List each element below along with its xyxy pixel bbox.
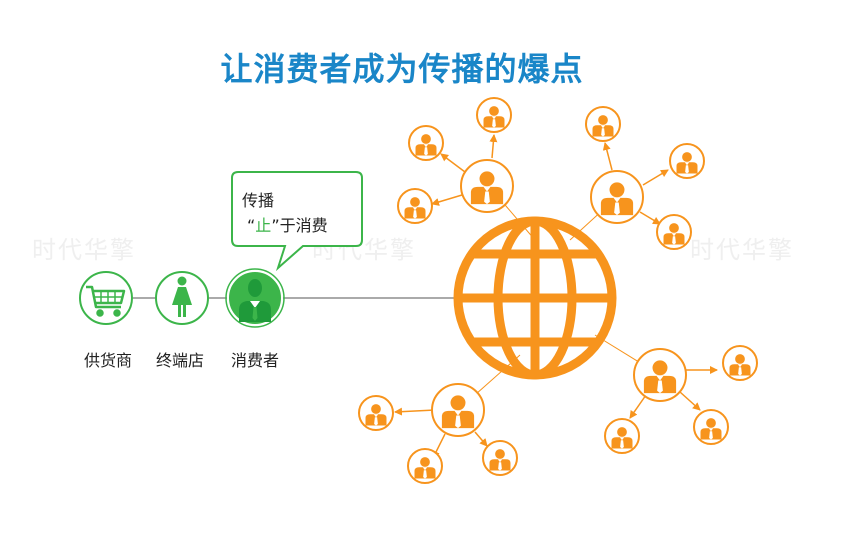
leaf-node [604,418,640,454]
watermark: 时代华擎 [32,236,136,264]
leaf-node [585,106,621,142]
leaf-node [358,395,394,431]
bubble-text-line1: 传播 [242,191,275,210]
bubble-rest-text: 于消费 [279,216,328,235]
watermark: 时代华擎 [690,236,794,264]
leaf-node [693,409,729,445]
speech-bubble [231,171,363,272]
leaf-node [397,188,433,224]
close-quote: ” [271,216,280,235]
leaf-node [407,448,443,484]
leaf-node [669,143,705,179]
hub-node [633,348,687,402]
supplier-label: 供货商 [83,351,132,370]
leaf-node [656,214,692,250]
woman-icon [172,276,192,317]
open-quote: “ [247,216,256,235]
hub-node [431,383,485,437]
page-title: 让消费者成为传播的爆点 [220,50,584,88]
highlight-char: 止 [255,216,272,235]
leaf-node [408,125,444,161]
businessman-icon [239,279,271,322]
propagation-arrows [394,134,718,459]
leaf-node [476,97,512,133]
leaf-node [722,345,758,381]
store-label: 终端店 [155,351,204,370]
bubble-text-line2: “止”于消费 [247,212,328,236]
hub-node [590,170,644,224]
leaf-node [482,440,518,476]
shopping-cart-icon [86,285,126,317]
hub-node [460,159,514,213]
supplier-node [79,271,133,325]
globe-icon [453,216,617,380]
consumer-label: 消费者 [230,351,279,370]
store-node [155,271,209,325]
consumer-node [225,268,285,328]
